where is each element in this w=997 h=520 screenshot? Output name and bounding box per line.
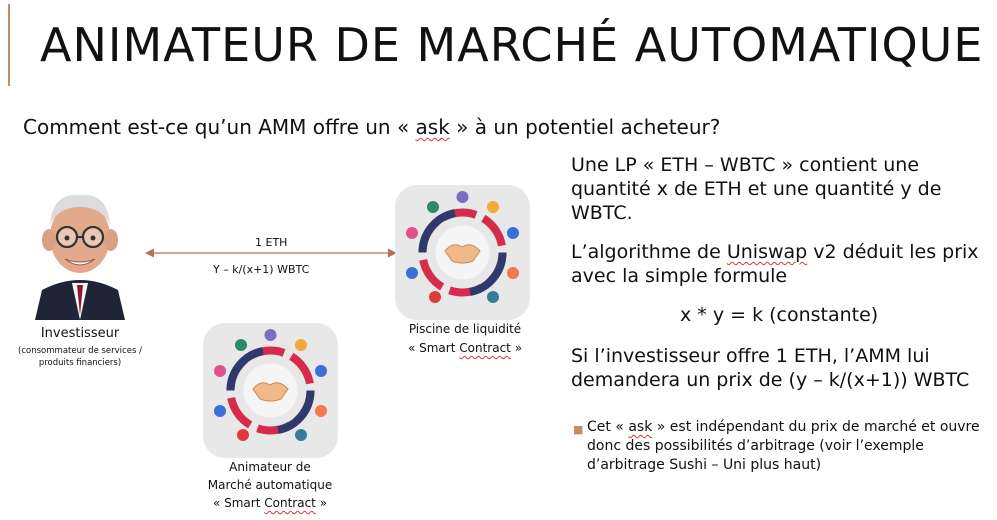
pool-label: Piscine de liquidité	[408, 322, 522, 336]
investor-avatar	[35, 194, 125, 320]
amm-icon	[203, 323, 338, 458]
pool-sublabel: « Smart Contract »	[407, 341, 523, 355]
liquidity-pool-icon	[395, 185, 530, 320]
question-text: Comment est-ce qu’un AMM offre un « ask …	[23, 115, 721, 139]
formula: x * y = k (constante)	[680, 304, 879, 326]
arbitrage-bullet: ■ Cet « ask » est indépendant du prix de…	[573, 419, 980, 473]
accent-bar	[8, 4, 10, 86]
investor-offer-description: Si l’investisseur offre 1 ETH, l’AMM lui…	[571, 345, 970, 391]
investor-sublabel: (consommateur de services /produits fina…	[18, 346, 142, 368]
lp-description: Une LP « ETH – WBTC » contient une quant…	[571, 154, 942, 224]
bullet-square-icon: ■	[573, 423, 584, 436]
arrow-top-label: 1 ETH	[255, 236, 288, 249]
amm-label-line1: Animateur de	[229, 460, 311, 474]
arrow-bottom-label: Y – k/(x+1) WBTC	[213, 263, 310, 276]
amm-label-line3: « Smart Contract »	[212, 496, 328, 510]
amm-label-line2: Marché automatique	[207, 478, 333, 492]
slide-title: ANIMATEUR DE MARCHÉ AUTOMATIQUE	[40, 18, 984, 72]
algorithm-description: L’algorithme de Uniswap v2 déduit les pr…	[571, 241, 979, 287]
exchange-arrow	[145, 248, 397, 258]
investor-label: Investisseur	[40, 326, 120, 341]
